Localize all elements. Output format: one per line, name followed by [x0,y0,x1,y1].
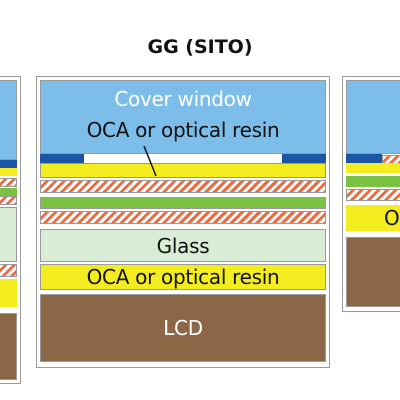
ito-sensor-layer-1 [40,180,326,193]
left-cover-window-layer [0,80,17,160]
right-oca-layer-2: O [346,205,400,231]
ito-sensor-layer-2 [40,211,326,224]
right-oca-partial-label: O [384,206,400,230]
oca-bottom-layer: OCA or optical resin [40,264,326,290]
cover-window-layer: Cover window [40,80,326,154]
right-ink-layer [346,154,382,163]
left-ink-layer [0,160,17,168]
left-sensor-layer-3 [0,264,17,277]
right-cover-window-layer [346,80,400,154]
left-sensor-layer-2 [0,196,17,205]
left-oca-layer [0,168,17,176]
lcd-label: LCD [163,316,203,340]
glass-layer: Glass [40,229,326,262]
left-insulator-layer [0,188,17,196]
right-oca-layer [346,163,400,173]
right-lcd-layer [346,237,400,307]
oca-bottom-label: OCA or optical resin [86,265,280,289]
cover-window-label: Cover window [114,87,252,111]
ink-border-left [40,154,84,163]
ink-border-right [282,154,326,163]
lcd-layer: LCD [40,294,326,362]
insulator-layer [40,197,326,209]
left-oca-layer-2 [0,279,17,307]
left-glass-layer [0,207,17,262]
left-lcd-layer [0,313,17,380]
oca-layer [40,163,326,178]
right-sensor-layer-2 [346,189,400,201]
glass-label: Glass [156,233,210,258]
left-sensor-layer-1 [0,178,17,187]
diagram-title: GG (SITO) [147,36,253,58]
right-insulator-layer [346,176,400,187]
oca-top-label: OCA or optical resin [86,118,280,142]
